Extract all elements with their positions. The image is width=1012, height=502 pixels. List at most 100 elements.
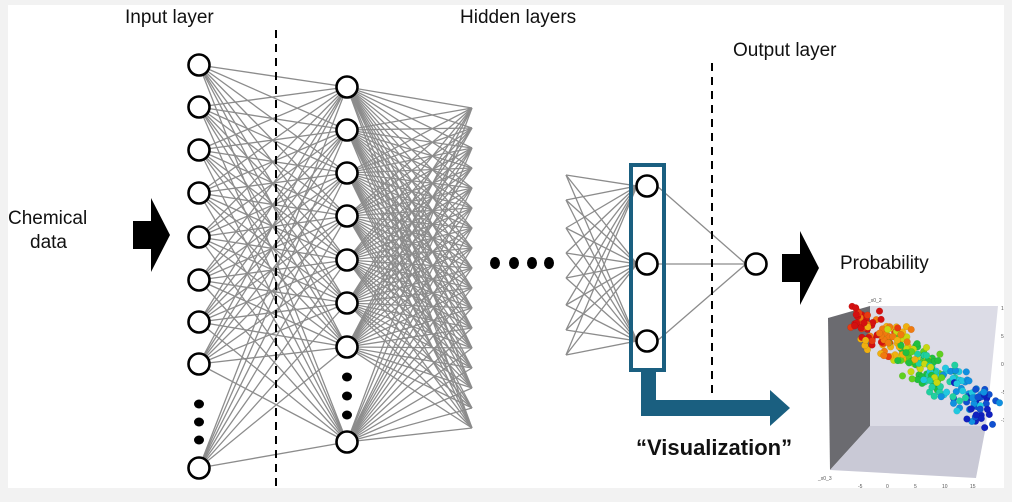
scatter-point <box>938 374 946 382</box>
edge <box>346 107 473 261</box>
edge <box>346 129 473 249</box>
scatter-point <box>965 377 973 385</box>
diagram-canvas: -50510151050-5-10_x0_3_x0_1_x0_2 Input l… <box>8 5 1004 488</box>
edge <box>198 279 348 443</box>
edge <box>346 107 473 348</box>
edge <box>346 86 473 109</box>
edge <box>346 86 473 129</box>
neural-network-diagram: -50510151050-5-10_x0_3_x0_1_x0_2 <box>133 30 1004 488</box>
edge <box>346 129 473 349</box>
edge <box>346 227 473 261</box>
edge <box>198 346 348 365</box>
scatter-point <box>974 393 982 401</box>
scatter-point <box>963 415 971 423</box>
edge <box>346 127 473 261</box>
scatter-x-tick: 0 <box>886 484 889 488</box>
visualization-arrow-icon <box>641 370 790 426</box>
hidden-node <box>335 161 359 185</box>
edge <box>656 263 747 342</box>
scatter-point <box>949 399 958 408</box>
edge <box>346 207 473 217</box>
edge <box>198 192 348 443</box>
hidden-node <box>335 118 359 142</box>
edge <box>346 107 473 304</box>
edge <box>346 187 473 217</box>
layers-ellipsis-dot <box>509 257 519 269</box>
edge <box>346 129 473 169</box>
edge <box>198 86 348 365</box>
edge <box>198 86 348 151</box>
edge <box>346 147 473 217</box>
scatter-point <box>884 339 892 347</box>
hidden-node <box>335 430 359 454</box>
edge <box>565 174 638 187</box>
scatter-z-tick: -5 <box>1001 390 1004 396</box>
scatter-point <box>920 376 928 384</box>
edge <box>198 86 348 238</box>
edge <box>565 185 638 356</box>
hidden-ellipsis-dot <box>342 391 352 401</box>
chemical-data-label-line2: data <box>30 232 67 253</box>
hidden-node <box>335 75 359 99</box>
probability-label: Probability <box>840 253 929 274</box>
last-hidden-node <box>635 329 659 353</box>
scatter-z-tick: 10 <box>1001 306 1004 312</box>
edge <box>565 263 638 306</box>
edge <box>346 147 473 348</box>
edge <box>198 215 348 469</box>
edge <box>198 302 348 469</box>
edge <box>346 247 473 261</box>
edge <box>346 107 473 443</box>
edge <box>346 267 473 304</box>
scatter-point <box>961 394 970 402</box>
edge <box>346 86 473 309</box>
scatter-point <box>880 352 888 360</box>
scatter-point <box>980 388 988 396</box>
edge <box>346 347 473 443</box>
edge <box>346 387 473 443</box>
scatter-point <box>928 383 936 391</box>
edge <box>198 86 348 281</box>
edge <box>346 172 473 269</box>
edge <box>198 346 348 469</box>
layers-ellipsis-dot <box>544 257 554 269</box>
scatter-point <box>894 324 902 332</box>
edge <box>198 129 348 365</box>
output-node <box>744 252 768 276</box>
edge <box>198 259 348 469</box>
input-ellipsis-dot <box>194 399 204 409</box>
edge <box>346 167 473 261</box>
scatter-x-tick: -5 <box>858 484 863 488</box>
edge <box>346 127 473 131</box>
edge <box>346 267 473 443</box>
edge <box>198 302 348 365</box>
edge <box>198 106 348 443</box>
scatter-point <box>941 364 950 372</box>
scatter-point <box>922 351 931 360</box>
edge <box>346 107 473 217</box>
edge <box>346 86 473 169</box>
edge <box>346 407 473 443</box>
edge <box>346 172 473 189</box>
edge <box>346 259 473 309</box>
scatter-point <box>908 375 916 383</box>
edge <box>346 127 473 304</box>
edge <box>346 167 473 174</box>
edge <box>565 304 638 342</box>
scatter-side-wall <box>828 306 870 470</box>
scatter-point <box>930 392 938 400</box>
edge <box>198 149 348 443</box>
edge <box>346 86 473 149</box>
scatter-point <box>883 325 892 333</box>
edge <box>346 187 473 348</box>
scatter-point <box>972 385 980 394</box>
edge <box>346 207 473 261</box>
edge <box>198 86 348 469</box>
scatter-point <box>988 420 997 429</box>
scatter-point <box>875 329 884 337</box>
edge <box>346 215 473 269</box>
scatter-x-tick: 15 <box>970 484 976 488</box>
edge <box>198 64 348 443</box>
edge <box>565 263 638 356</box>
edge <box>346 172 473 429</box>
